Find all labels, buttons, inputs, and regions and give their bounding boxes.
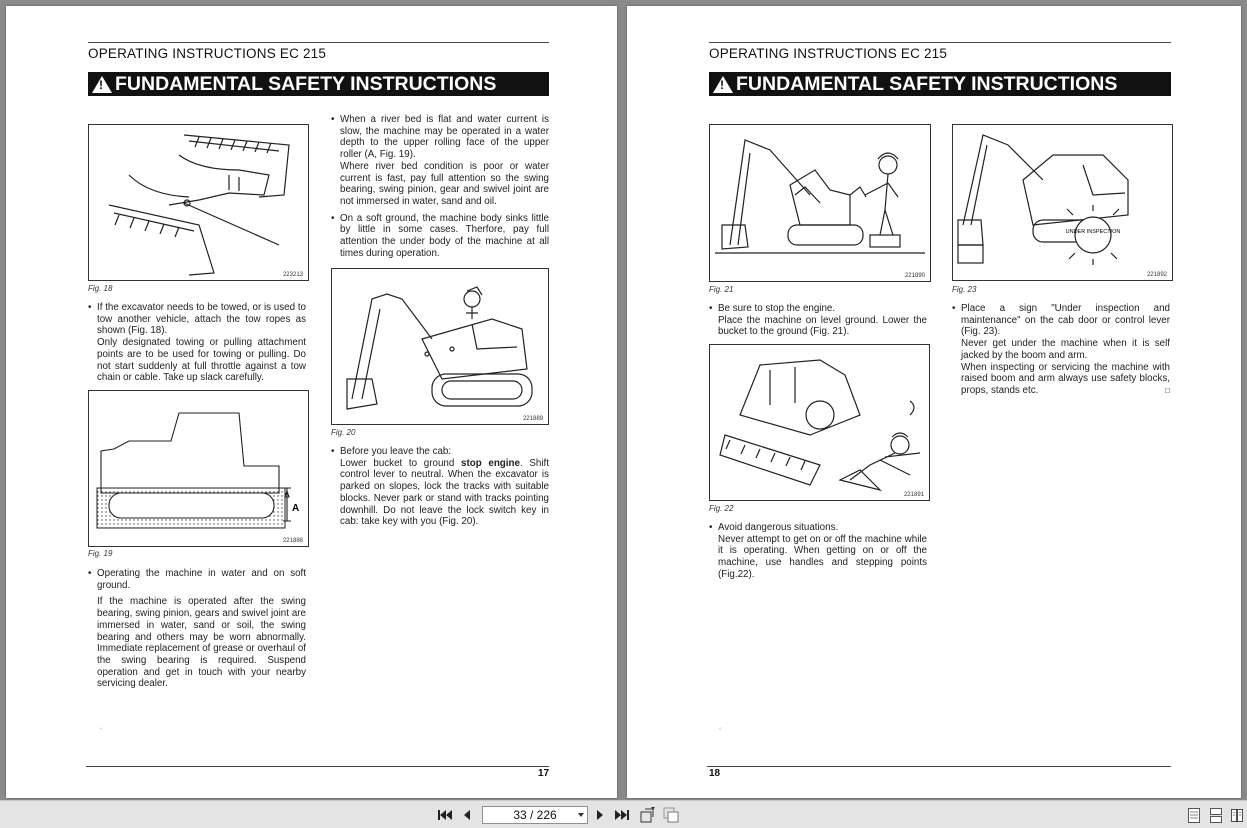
leave-cab-illustration: [346, 286, 533, 410]
page-number: 18: [709, 768, 721, 779]
figure-caption: Fig. 18: [88, 284, 113, 293]
page-number: 17: [538, 768, 550, 779]
last-page-icon[interactable]: [614, 807, 630, 823]
figure-caption: Fig. 21: [709, 285, 734, 294]
stop-line-2: Place the machine on level ground. Lower…: [718, 314, 927, 338]
sign-line-3: When inspecting or servicing the machine…: [961, 361, 1170, 396]
section-banner: FUNDAMENTAL SAFETY INSTRUCTIONS: [709, 72, 1171, 96]
rotate-icon[interactable]: [639, 807, 655, 823]
river-line-2: Where river bed condition is poor or wat…: [340, 160, 549, 207]
dangerous-situation-illustration: [719, 359, 921, 492]
facing-view-icon[interactable]: [1231, 808, 1243, 823]
stop-engine-paragraph: Be sure to stop the engine. Place the ma…: [709, 303, 927, 338]
water-title: Operating the machine in water and on so…: [88, 568, 306, 591]
first-page-icon[interactable]: [437, 807, 453, 823]
tow-hook-illustration: [108, 134, 290, 276]
footer-rule: [707, 766, 1171, 767]
sign-line-2: Never get under the machine when it is s…: [961, 338, 1170, 361]
figure-caption: Fig. 23: [952, 285, 977, 294]
figure-code: 221889: [522, 416, 543, 422]
figure-code: 221892: [1146, 272, 1167, 278]
continuous-view-icon[interactable]: [1210, 808, 1222, 823]
inspection-sign-illustration: UNDER INSPECTION: [957, 134, 1129, 265]
leave-cab-paragraph: Before you leave the cab: Lower bucket t…: [331, 446, 549, 528]
header-title: OPERATING INSTRUCTIONS EC 215: [88, 46, 327, 61]
sign-line-1: Place a sign "Under inspection and maint…: [952, 303, 1170, 338]
tow-line-2: Only designated towing or pulling attach…: [97, 337, 306, 384]
chevron-down-icon[interactable]: [578, 813, 584, 817]
figure-code: 223213: [282, 272, 303, 278]
section-banner: FUNDAMENTAL SAFETY INSTRUCTIONS: [88, 72, 549, 96]
end-of-section-mark: □: [1165, 385, 1170, 395]
figure-18: 223213: [88, 124, 309, 281]
figure-code: 221891: [903, 492, 924, 498]
figure-20: 221889: [331, 268, 549, 425]
water-depth-label: A: [292, 503, 299, 514]
water-depth-illustration: A: [96, 412, 299, 529]
page-number-input[interactable]: 33 / 226: [482, 806, 588, 824]
soft-ground-line: On a soft ground, the machine body sinks…: [331, 213, 549, 260]
header-rule: [88, 42, 549, 43]
avoid-danger-paragraph: Avoid dangerous situations. Never attemp…: [709, 522, 927, 581]
water-body: If the machine is operated after the swi…: [97, 596, 306, 690]
river-line-1: When a river bed is flat and water curre…: [331, 114, 549, 161]
water-paragraph: Operating the machine in water and on so…: [88, 568, 306, 690]
tow-paragraph: If the excavator needs to be towed, or i…: [88, 302, 306, 384]
prev-page-icon[interactable]: [459, 807, 475, 823]
inspection-sign-text: UNDER INSPECTION: [1066, 229, 1121, 235]
figure-caption: Fig. 19: [88, 549, 113, 558]
inspection-sign-paragraph: Place a sign "Under inspection and maint…: [952, 303, 1170, 397]
viewer-toolbar: 33 / 226: [0, 800, 1247, 828]
stop-line-1: Be sure to stop the engine.: [709, 303, 927, 315]
header-rule: [709, 42, 1171, 43]
document-page-right: OPERATING INSTRUCTIONS EC 215 FUNDAMENTA…: [627, 6, 1241, 798]
leave-cab-body: Lower bucket to ground stop engine. Shif…: [340, 457, 549, 528]
leave-cab-title: Before you leave the cab:: [331, 446, 549, 458]
next-page-icon[interactable]: [592, 807, 608, 823]
figure-code: 221888: [282, 538, 303, 544]
single-page-view-icon[interactable]: [1188, 808, 1200, 823]
river-paragraph: When a river bed is flat and water curre…: [331, 114, 549, 259]
avoid-line-2: Never attempt to get on or off the machi…: [718, 533, 927, 580]
figure-caption: Fig. 22: [709, 504, 734, 513]
tow-line-1: If the excavator needs to be towed, or i…: [88, 302, 306, 337]
footer-rule: [86, 766, 549, 767]
warning-triangle-icon: [713, 75, 733, 93]
figure-caption: Fig. 20: [331, 428, 356, 437]
fit-icon[interactable]: [663, 807, 679, 823]
avoid-line-1: Avoid dangerous situations.: [709, 522, 927, 534]
document-page-left: OPERATING INSTRUCTIONS EC 215 FUNDAMENTA…: [6, 6, 617, 798]
warning-triangle-icon: [92, 75, 112, 93]
stop-engine-illustration: [715, 139, 925, 254]
figure-19: A 221888: [88, 390, 309, 547]
figure-code: 221890: [904, 273, 925, 279]
banner-text: FUNDAMENTAL SAFETY INSTRUCTIONS: [115, 73, 497, 95]
figure-23: UNDER INSPECTION 221892: [952, 124, 1173, 281]
figure-21: 221890: [709, 124, 931, 282]
figure-22: 221891: [709, 344, 930, 501]
banner-text: FUNDAMENTAL SAFETY INSTRUCTIONS: [736, 73, 1118, 95]
header-title: OPERATING INSTRUCTIONS EC 215: [709, 46, 948, 61]
